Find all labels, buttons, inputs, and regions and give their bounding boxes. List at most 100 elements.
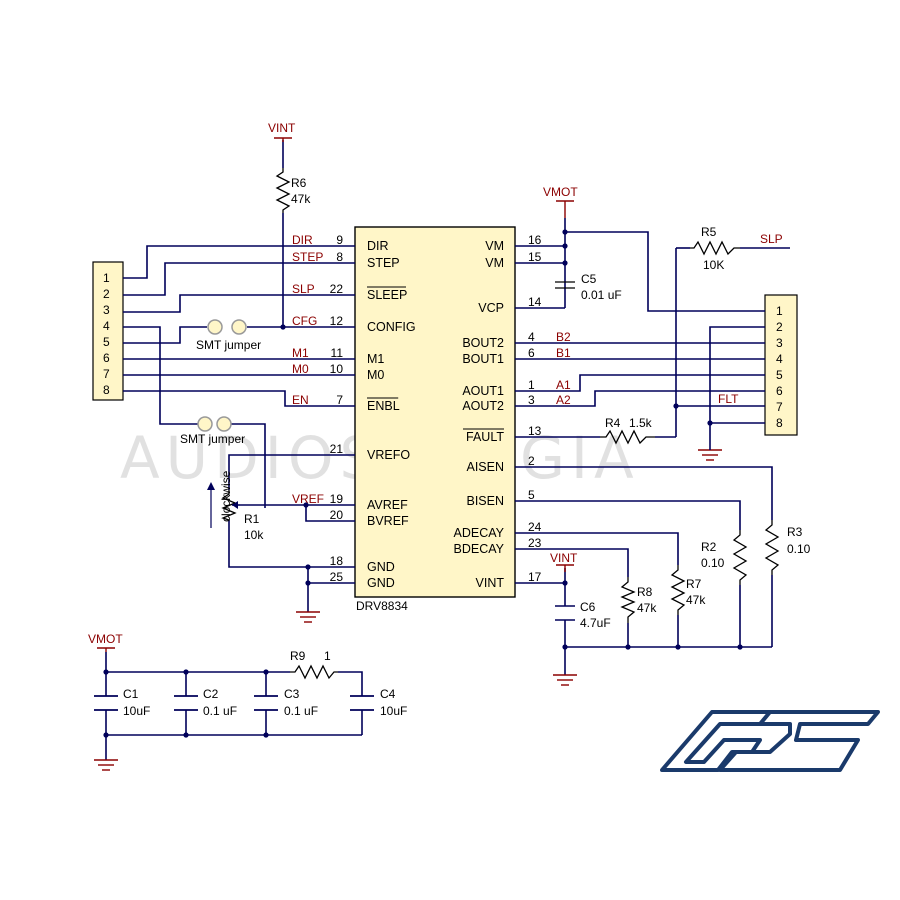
r2-symbol: [732, 530, 748, 585]
c1-symbol: [94, 695, 118, 711]
net-label-vref: VREF: [292, 492, 324, 506]
left-header-pin-5: 5: [103, 335, 110, 349]
ic-pin-name-gnd: GND: [367, 560, 395, 574]
ic-pin-number: 23: [528, 536, 542, 550]
ic-pin-number: 12: [330, 314, 344, 328]
c6-symbol: [555, 605, 575, 621]
ic-pin-number: 3: [528, 393, 535, 407]
smt-jumper-1: [207, 319, 247, 335]
ic-pin-name-bout1: BOUT1: [462, 352, 504, 366]
ic-pin-number: 6: [528, 346, 535, 360]
c2-symbol: [174, 695, 198, 711]
c2-value: 0.1 uF: [203, 704, 237, 718]
ic-name: DRV8834: [356, 599, 408, 613]
c5-ref: C5: [581, 272, 597, 286]
r1-value: 10k: [244, 528, 264, 542]
c3-symbol: [254, 695, 278, 711]
ic-pin-number: 17: [528, 570, 542, 584]
ic-pin-name-aisen: AISEN: [466, 460, 504, 474]
ground-symbol-sense: [553, 674, 577, 686]
right-header-pin-8: 8: [776, 416, 783, 430]
ic-pins: DIR9DIRSTEP8STEPSLEEP22SLPCONFIG12CFGM11…: [292, 233, 571, 590]
net-label-b1: B1: [556, 346, 571, 360]
c4-value: 10uF: [380, 704, 407, 718]
ground-symbol-ic: [296, 611, 320, 623]
ground-symbol-capbank: [94, 759, 118, 771]
ic-pin-number: 14: [528, 295, 542, 309]
c1-ref: C1: [123, 687, 139, 701]
ic-pin-number: 15: [528, 250, 542, 264]
ic-pin-number: 22: [330, 282, 344, 296]
net-label-en: EN: [292, 393, 309, 407]
ic-pin-name-dir: DIR: [367, 239, 389, 253]
svg-text:AS: AS: [700, 778, 702, 781]
ic-pin-name-aout2: AOUT2: [462, 399, 504, 413]
net-label-m0: M0: [292, 362, 309, 376]
r4-ref: R4: [605, 416, 621, 430]
smt-jumper-2: [197, 416, 232, 432]
c1-value: 10uF: [123, 704, 150, 718]
r3-ref: R3: [787, 525, 803, 539]
ic-body: [354, 226, 516, 598]
ic-pin-number: 16: [528, 233, 542, 247]
r1-ref: R1: [244, 512, 260, 526]
ic-pin-number: 13: [528, 424, 542, 438]
ic-pin-name-sleep: SLEEP: [367, 288, 407, 302]
c5-symbol: [555, 281, 575, 289]
r4-value: 1.5k: [629, 416, 653, 430]
ic-pin-number: 25: [330, 570, 344, 584]
net-label-a2: A2: [556, 393, 571, 407]
ic-pin-name-bdecay: BDECAY: [454, 542, 505, 556]
ic-pin-number: 2: [528, 454, 535, 468]
left-header-pin-3: 3: [103, 303, 110, 317]
ic-pin-number: 4: [528, 330, 535, 344]
cap-bank-wires: [105, 652, 363, 760]
right-header-pin-3: 3: [776, 336, 783, 350]
ic-pin-name-aout1: AOUT1: [462, 384, 504, 398]
ic-pin-number: 18: [330, 554, 344, 568]
r1-pot-symbol: [221, 490, 237, 521]
net-label-m1: M1: [292, 346, 309, 360]
ic-pin-name-vrefo: VREFO: [367, 448, 410, 462]
r5-ref: R5: [701, 225, 717, 239]
vint-top-label: VINT: [268, 121, 296, 135]
r3-value: 0.10: [787, 542, 811, 556]
ic-pin-name-config: CONFIG: [367, 320, 416, 334]
right-header-pin-5: 5: [776, 368, 783, 382]
r5-value: 10K: [703, 258, 724, 272]
left-header-pin-1: 1: [103, 271, 110, 285]
left-header: [92, 261, 124, 401]
pot-direction-label: clockwise: [219, 470, 233, 522]
ic-pin-number: 7: [336, 393, 343, 407]
ic-pin-name-enbl: ENBL: [367, 399, 400, 413]
net-label-flt: FLT: [718, 392, 739, 406]
ic-pin-name-gnd: GND: [367, 576, 395, 590]
ic-pin-number: 21: [330, 442, 344, 456]
r8-symbol: [620, 577, 636, 623]
ic-pin-name-vm: VM: [485, 239, 504, 253]
r7-value: 47k: [686, 593, 706, 607]
left-header-pin-7: 7: [103, 367, 110, 381]
vmot-top-label: VMOT: [543, 185, 578, 199]
ic-pin-number: 10: [330, 362, 344, 376]
r9-ref: R9: [290, 649, 306, 663]
ic-pin-name-vcp: VCP: [478, 301, 504, 315]
ic-pin-number: 24: [528, 520, 542, 534]
ic-pin-name-bout2: BOUT2: [462, 336, 504, 350]
right-header-pin-2: 2: [776, 320, 783, 334]
c6-ref: C6: [580, 600, 596, 614]
c4-ref: C4: [380, 687, 396, 701]
left-header-pin-4: 4: [103, 319, 110, 333]
c2-ref: C2: [203, 687, 219, 701]
r3-symbol: [764, 520, 780, 575]
right-header: [764, 294, 798, 436]
smt-jumper-1-label: SMT jumper: [196, 338, 261, 352]
smt-jumper-2-label: SMT jumper: [180, 432, 245, 446]
left-wires: [123, 213, 355, 612]
r9-value: 1: [324, 649, 331, 663]
right-header-pin-7: 7: [776, 400, 783, 414]
r6-ref: R6: [291, 176, 307, 190]
